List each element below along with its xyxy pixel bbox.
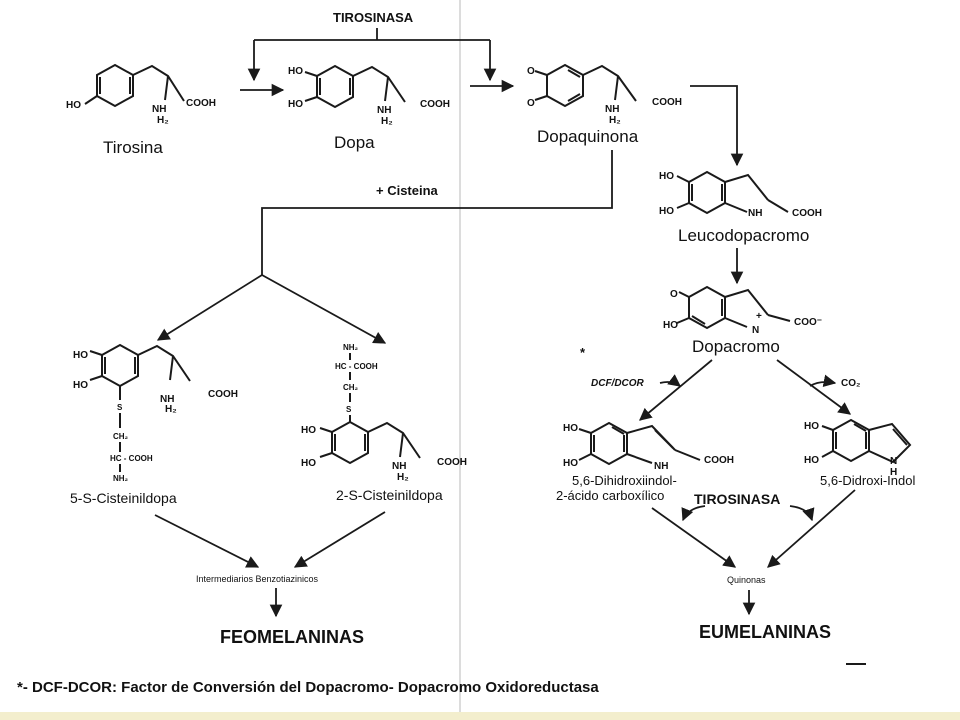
leucodopacromo-structure: HO HO NH COOH xyxy=(659,170,822,219)
5s-hc-cooh-label: HC - COOH xyxy=(110,454,153,463)
2s-s-label: S xyxy=(346,405,352,414)
benzotiazinicos-label: Intermediarios Benzotiazinicos xyxy=(196,574,319,584)
quinonas-label: Quinonas xyxy=(727,575,766,585)
dopa-ho-lower-label: HO xyxy=(288,99,303,110)
dopacromo-structure: O HO N + COO⁻ xyxy=(663,285,822,336)
dopaquinona-h2-label: H₂ xyxy=(609,115,621,126)
5s-cisteinildopa-label: 5-S-Cisteinildopa xyxy=(70,490,177,506)
dhi-label: 5,6-Didroxi-Indol xyxy=(820,473,915,488)
tirosina-cooh-label: COOH xyxy=(186,98,216,109)
tirosinasa-bottom-hook-right xyxy=(789,505,815,522)
2s-ch2-label: CH₂ xyxy=(343,383,359,392)
co2-label: CO₂ xyxy=(841,378,860,389)
dopacromo-to-dhica-arrow xyxy=(639,359,713,421)
dhica-label-line1: 5,6-Dihidroxiindol- xyxy=(572,473,677,488)
dhi-h-label: H xyxy=(890,467,897,478)
dhi-n-label: N xyxy=(890,456,897,467)
5s-h2-label: H₂ xyxy=(165,404,177,415)
dopacromo-to-dhi-arrow xyxy=(776,359,852,415)
2s-h2-label: H₂ xyxy=(397,472,409,483)
5s-nh-label: NH xyxy=(160,394,174,405)
dopaquinona-cooh-label: COOH xyxy=(652,97,682,108)
dopaquinona-nh-label: NH xyxy=(605,104,619,115)
2s-ho-upper-label: HO xyxy=(301,425,316,436)
2s-ho-lower-label: HO xyxy=(301,458,316,469)
co2-hook-arrow xyxy=(809,374,837,387)
dopaquinona-label: Dopaquinona xyxy=(537,127,639,146)
dopaquinona-structure: O O COOH NH H₂ xyxy=(527,63,682,126)
tirosina-label: Tirosina xyxy=(103,138,163,157)
tirosinasa-bottom-hook-left xyxy=(681,505,706,522)
dopa-nh-label: NH xyxy=(377,105,391,116)
cisteina-label: + Cisteina xyxy=(376,183,439,198)
dhica-cooh-label: COOH xyxy=(704,455,734,466)
dopacromo-label: Dopacromo xyxy=(692,337,780,356)
dopa-h2-label: H₂ xyxy=(381,116,393,127)
leuco-cooh-label: COOH xyxy=(792,208,822,219)
dopa-label: Dopa xyxy=(334,133,375,152)
dhica-label-line2: 2-ácido carboxílico xyxy=(556,488,664,503)
footnote: *- DCF-DCOR: Factor de Conversión del Do… xyxy=(17,679,599,696)
dopa-ho-upper-label: HO xyxy=(288,66,303,77)
dopaquinona-to-leuco-arrow xyxy=(690,85,744,167)
dhi-structure: HO HO N H xyxy=(804,418,912,478)
tirosina-h2-label: H₂ xyxy=(157,115,169,126)
dhica-nh-label: NH xyxy=(654,461,668,472)
5s-s-label: S xyxy=(117,403,123,412)
dopacromo-n-label: N xyxy=(752,325,759,336)
bottom-band xyxy=(0,712,960,720)
dopaquinona-o-lower-label: O xyxy=(527,98,535,109)
5s-cisteinildopa-structure: HO HO COOH NH H₂ S CH₂ HC - COOH NH₂ xyxy=(73,343,238,483)
dopacromo-coo-label: COO⁻ xyxy=(794,317,822,328)
leuco-ho-upper-label: HO xyxy=(659,171,674,182)
to-5s-cisteinildopa-arrow xyxy=(156,274,263,341)
dopa-cooh-label: COOH xyxy=(420,99,450,110)
2s-to-benzotiazinicos-arrow xyxy=(293,511,386,568)
leucodopacromo-label: Leucodopacromo xyxy=(678,226,809,245)
dcf-dcor-hook-arrow xyxy=(659,374,682,387)
tirosina-ho-label: HO xyxy=(66,100,81,111)
5s-ho-lower-label: HO xyxy=(73,380,88,391)
5s-ch2-label: CH₂ xyxy=(113,432,129,441)
dhica-ho-lower-label: HO xyxy=(563,458,578,469)
dhica-to-quinonas-arrow xyxy=(651,507,737,568)
5s-nh2-label: NH₂ xyxy=(113,474,129,483)
leuco-nh-label: NH xyxy=(748,208,762,219)
cisteina-branch-line xyxy=(261,150,613,275)
dopaquinona-o-upper-label: O xyxy=(527,66,535,77)
feomelaninas-label: FEOMELANINAS xyxy=(220,627,364,647)
dopacromo-ho-label: HO xyxy=(663,320,678,331)
2s-hc-cooh-label: HC - COOH xyxy=(335,362,378,371)
dopa-structure: HO HO COOH NH H₂ xyxy=(288,64,450,127)
2s-nh2-label: NH₂ xyxy=(343,343,359,352)
tirosina-structure: HO COOH NH H₂ xyxy=(66,63,216,126)
5s-cooh-label: COOH xyxy=(208,389,238,400)
2s-cisteinildopa-structure: NH₂ HC - COOH CH₂ S HO HO COOH NH H₂ xyxy=(301,343,467,483)
tirosinasa-bottom-label: TIROSINASA xyxy=(694,491,780,507)
dcf-asterisk-label: * xyxy=(580,345,586,360)
eumelaninas-label: EUMELANINAS xyxy=(699,622,831,642)
tirosina-nh-label: NH xyxy=(152,104,166,115)
tirosinasa-top-label: TIROSINASA xyxy=(333,10,414,25)
leuco-ho-lower-label: HO xyxy=(659,206,674,217)
5s-ho-upper-label: HO xyxy=(73,350,88,361)
dopacromo-plus-label: + xyxy=(756,311,762,322)
dcf-dcor-label: DCF/DCOR xyxy=(591,378,645,389)
dhi-ho-upper-label: HO xyxy=(804,421,819,432)
dhi-to-quinonas-arrow xyxy=(767,489,856,568)
dhica-structure: HO HO NH COOH xyxy=(563,421,734,472)
to-2s-cisteinildopa-arrow xyxy=(261,274,387,344)
2s-cooh-label: COOH xyxy=(437,457,467,468)
dhi-ho-lower-label: HO xyxy=(804,455,819,466)
2s-cisteinildopa-label: 2-S-Cisteinildopa xyxy=(336,487,443,503)
dopacromo-o-label: O xyxy=(670,289,678,300)
dhica-ho-upper-label: HO xyxy=(563,423,578,434)
2s-nh-label: NH xyxy=(392,461,406,472)
5s-to-benzotiazinicos-arrow xyxy=(154,514,260,568)
